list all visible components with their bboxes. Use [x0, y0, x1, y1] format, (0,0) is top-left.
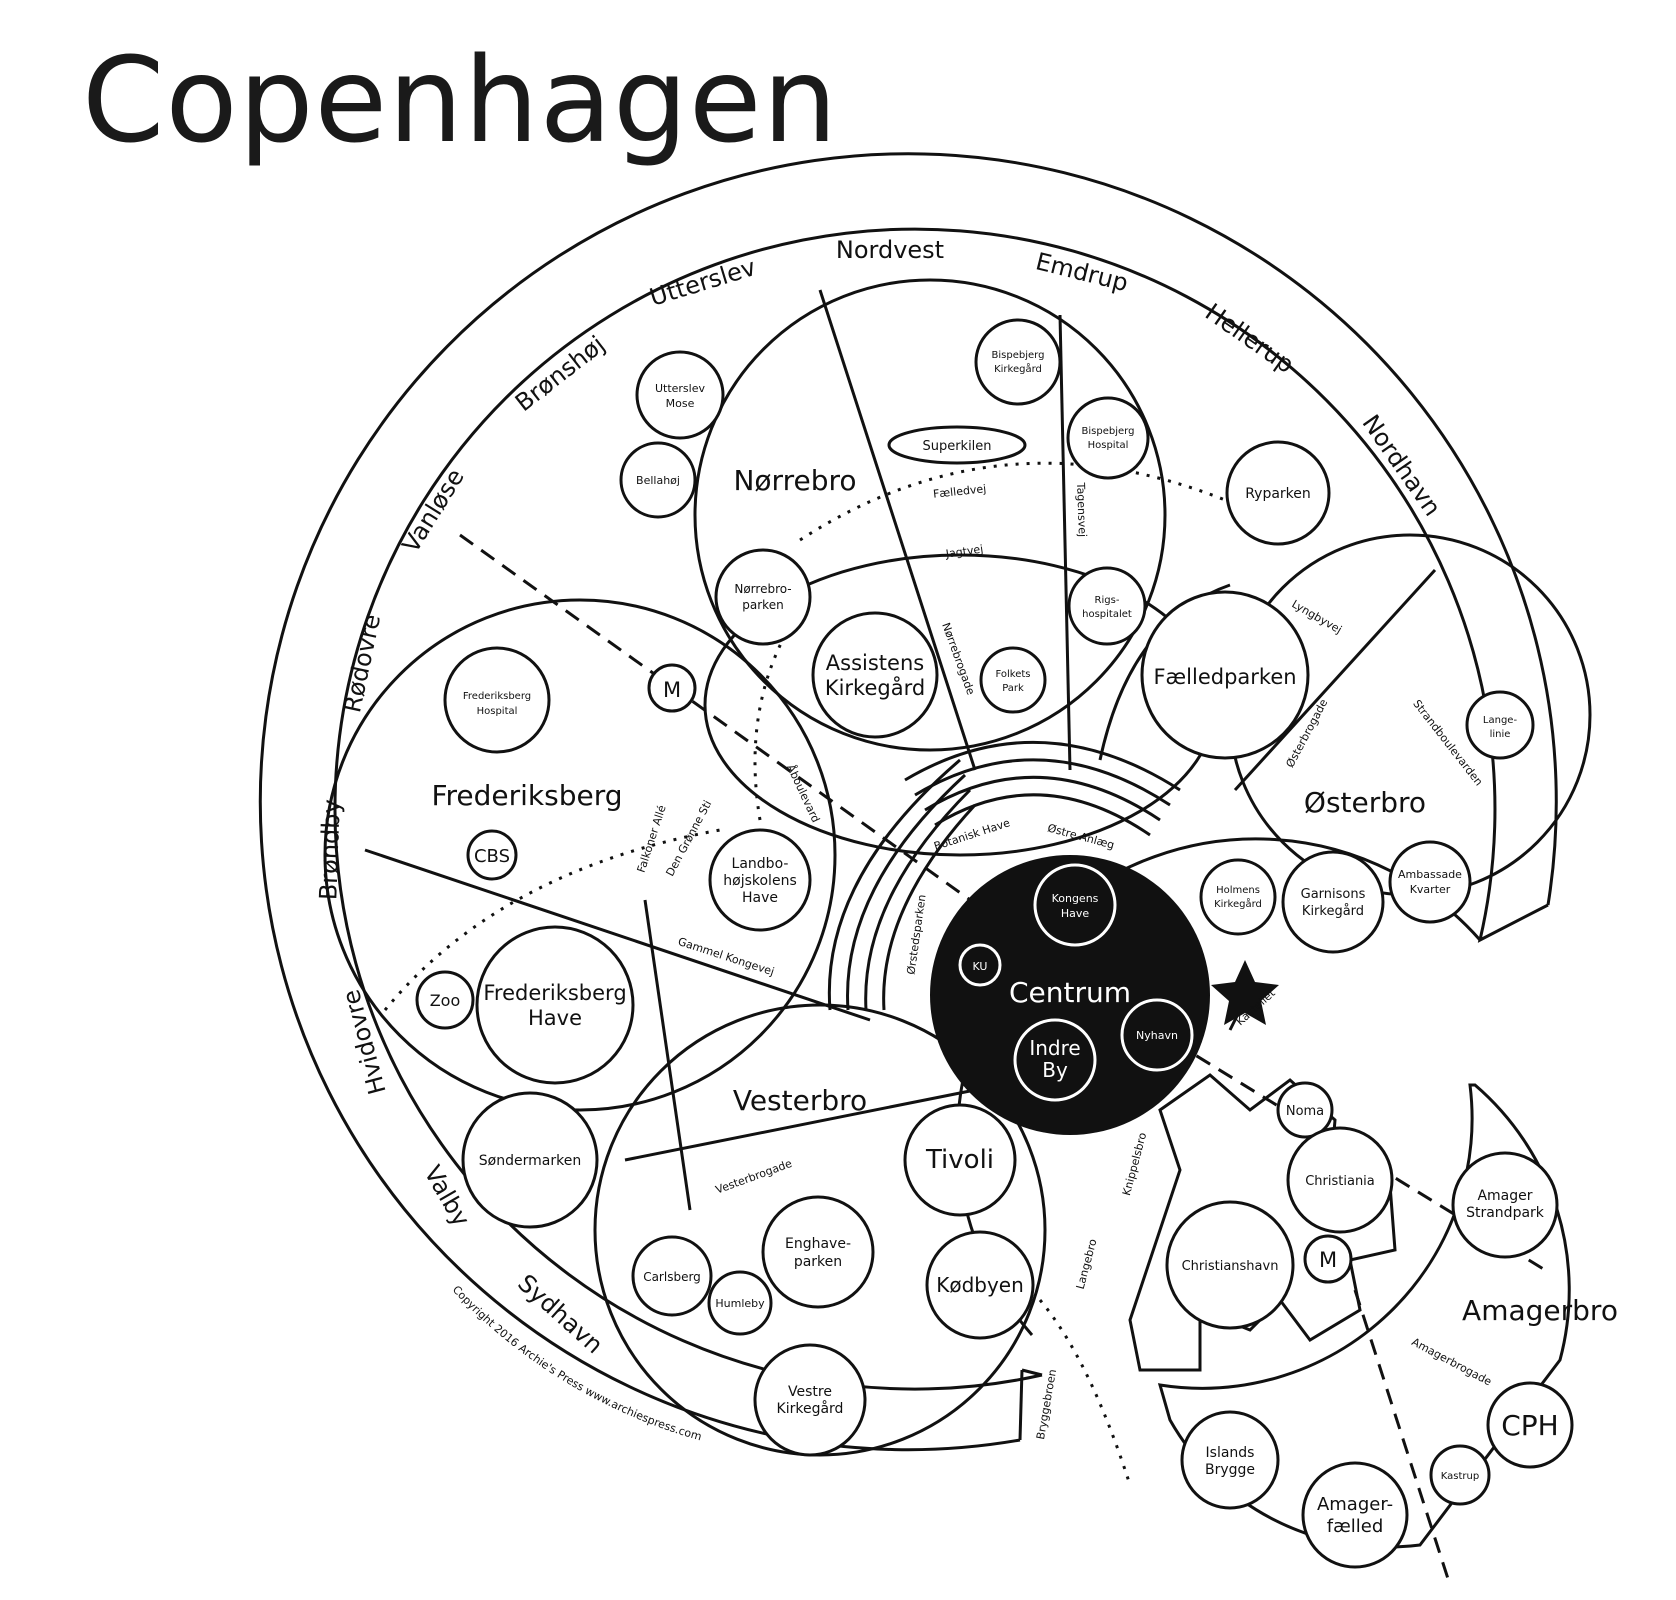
label-frb-hospital-2: Hospital: [477, 706, 518, 717]
label-amager-faelled-1: Amager-: [1317, 1494, 1393, 1515]
street-jagtvej: Jagtvej: [944, 542, 984, 560]
label-ryparken: Ryparken: [1245, 486, 1311, 502]
label-christianshavn: Christianshavn: [1182, 1259, 1279, 1274]
label-islands-brygge-1: Islands: [1206, 1445, 1255, 1461]
street-vesterbrogade: Vesterbrogade: [714, 1157, 794, 1197]
street-den-gronne-sti: Den Grønne Sti: [663, 798, 714, 878]
label-langelinie-1: Lange-: [1483, 715, 1518, 726]
street-botanisk-have: Botanisk Have: [932, 816, 1012, 853]
label-bispebjerg-kirkegard-2: Kirkegård: [994, 362, 1042, 375]
label-bispebjerg-hospital-1: Bispebjerg: [1082, 426, 1135, 437]
district-labels: Nørrebro Frederiksberg Vesterbro Østerbr…: [431, 464, 1617, 1327]
ring-vanlose: Vanløse: [397, 464, 470, 558]
place-labels: Utterslev Mose Bellahøj Bispebjerg Kirke…: [430, 350, 1559, 1537]
district-amagerbro: Amagerbro: [1462, 1294, 1618, 1327]
district-frederiksberg: Frederiksberg: [431, 779, 622, 812]
label-metro-m-2: M: [1319, 1248, 1337, 1272]
label-bispebjerg-hospital-2: Hospital: [1088, 440, 1129, 451]
label-norrebroparken-2: parken: [742, 598, 783, 612]
district-outlines: [323, 278, 1592, 1457]
label-holmens-1: Holmens: [1216, 885, 1260, 896]
label-rigshospitalet-2: hospitalet: [1082, 609, 1132, 620]
label-utterslev-mose-1: Utterslev: [655, 382, 706, 395]
street-ostre-anlaeg: Østre Anlæg: [1046, 821, 1116, 851]
label-noma: Noma: [1286, 1104, 1324, 1119]
label-kastrup: Kastrup: [1441, 1471, 1479, 1482]
district-norrebro: Nørrebro: [733, 464, 856, 497]
centrum-disc: [930, 855, 1279, 1135]
label-norrebroparken-1: Nørrebro-: [734, 582, 791, 596]
label-cph: CPH: [1501, 1409, 1559, 1442]
place-circles: [415, 318, 1574, 1569]
lakes-waves: [827, 740, 1181, 1011]
label-cbs: CBS: [474, 846, 510, 867]
label-utterslev-mose-2: Mose: [666, 397, 695, 410]
street-amagerbrogade: Amagerbrogade: [1409, 1335, 1494, 1388]
label-langelinie-2: linie: [1490, 729, 1511, 740]
district-centrum: Centrum: [1009, 976, 1131, 1009]
page-title: Copenhagen: [82, 31, 839, 169]
ring-brondby: Brøndby: [314, 799, 346, 901]
label-carlsberg: Carlsberg: [643, 1270, 701, 1284]
ring-nordhavn: Nordhavn: [1357, 410, 1447, 522]
label-frb-have-2: Have: [528, 1006, 582, 1030]
label-islands-brygge-2: Brygge: [1205, 1462, 1255, 1478]
street-bryggebroen: Bryggebroen: [1034, 1368, 1059, 1440]
label-folkets-park-1: Folkets: [995, 669, 1030, 680]
label-vestre-1: Vestre: [788, 1384, 832, 1400]
street-faelledvej: Fælledvej: [932, 482, 986, 501]
street-ostedsparken: Ørstedsparken: [904, 894, 928, 976]
label-kongens-have-2: Have: [1061, 907, 1090, 920]
label-metro-m-1: M: [663, 678, 681, 702]
street-tagensvej: Tagensvej: [1074, 481, 1089, 537]
ring-hellerup: Hellerup: [1200, 298, 1299, 379]
street-langebro: Langebro: [1074, 1237, 1100, 1290]
label-nyhavn: Nyhavn: [1136, 1029, 1178, 1042]
label-bispebjerg-kirkegard-1: Bispebjerg: [992, 350, 1045, 361]
label-frb-hospital-1: Frederiksberg: [463, 691, 531, 702]
label-enghave-2: parken: [794, 1254, 842, 1270]
ring-bronshoj: Brønshøj: [510, 330, 610, 417]
label-kodbyen: Kødbyen: [936, 1273, 1024, 1297]
label-vestre-2: Kirkegård: [777, 1400, 844, 1417]
street-knippelsbro: Knippelsbro: [1120, 1131, 1149, 1197]
label-zoo: Zoo: [430, 991, 461, 1010]
label-assistens-2: Kirkegård: [825, 675, 925, 700]
street-lyngbyvej: Lyngbyvej: [1290, 597, 1344, 636]
label-amager-strandpark-1: Amager: [1477, 1188, 1532, 1204]
label-garnisons-1: Garnisons: [1301, 887, 1366, 902]
label-indre-by-2: By: [1042, 1058, 1068, 1082]
label-ku: KU: [973, 960, 988, 973]
label-amager-strandpark-2: Strandpark: [1466, 1205, 1545, 1221]
label-rigshospitalet-1: Rigs-: [1095, 595, 1120, 606]
district-osterbro: Østerbro: [1304, 786, 1426, 819]
label-ambassade-2: Kvarter: [1410, 883, 1451, 896]
label-garnisons-2: Kirkegård: [1302, 904, 1364, 919]
label-landbo-1: Landbo-: [732, 856, 789, 872]
label-assistens-1: Assistens: [826, 651, 924, 675]
label-holmens-2: Kirkegård: [1214, 897, 1262, 910]
label-indre-by-1: Indre: [1029, 1036, 1080, 1060]
label-bellahoj: Bellahøj: [636, 474, 680, 487]
label-kongens-have-1: Kongens: [1052, 892, 1099, 905]
label-tivoli: Tivoli: [925, 1145, 994, 1175]
label-frb-have-1: Frederiksberg: [483, 981, 626, 1005]
ring-utterslev: Utterslev: [646, 253, 759, 312]
label-folkets-park-2: Park: [1002, 683, 1024, 694]
ring-nordvest: Nordvest: [836, 236, 944, 264]
label-ambassade-1: Ambassade: [1398, 868, 1462, 881]
street-falkoner-alle: Falkoner Allé: [635, 803, 669, 874]
district-vesterbro: Vesterbro: [733, 1084, 867, 1117]
label-landbo-3: Have: [742, 890, 778, 906]
street-norrebrogade: Nørrebrogade: [939, 621, 977, 697]
label-enghave-1: Enghave-: [785, 1236, 851, 1252]
label-sondermarken: Søndermarken: [479, 1153, 581, 1169]
label-humleby: Humleby: [715, 1297, 765, 1310]
label-faelledparken: Fælledparken: [1153, 665, 1296, 689]
label-landbo-2: højskolens: [723, 873, 796, 889]
label-superkilen: Superkilen: [922, 439, 991, 454]
label-christiania: Christiania: [1305, 1174, 1375, 1189]
label-amager-faelled-2: fælled: [1327, 1516, 1384, 1537]
